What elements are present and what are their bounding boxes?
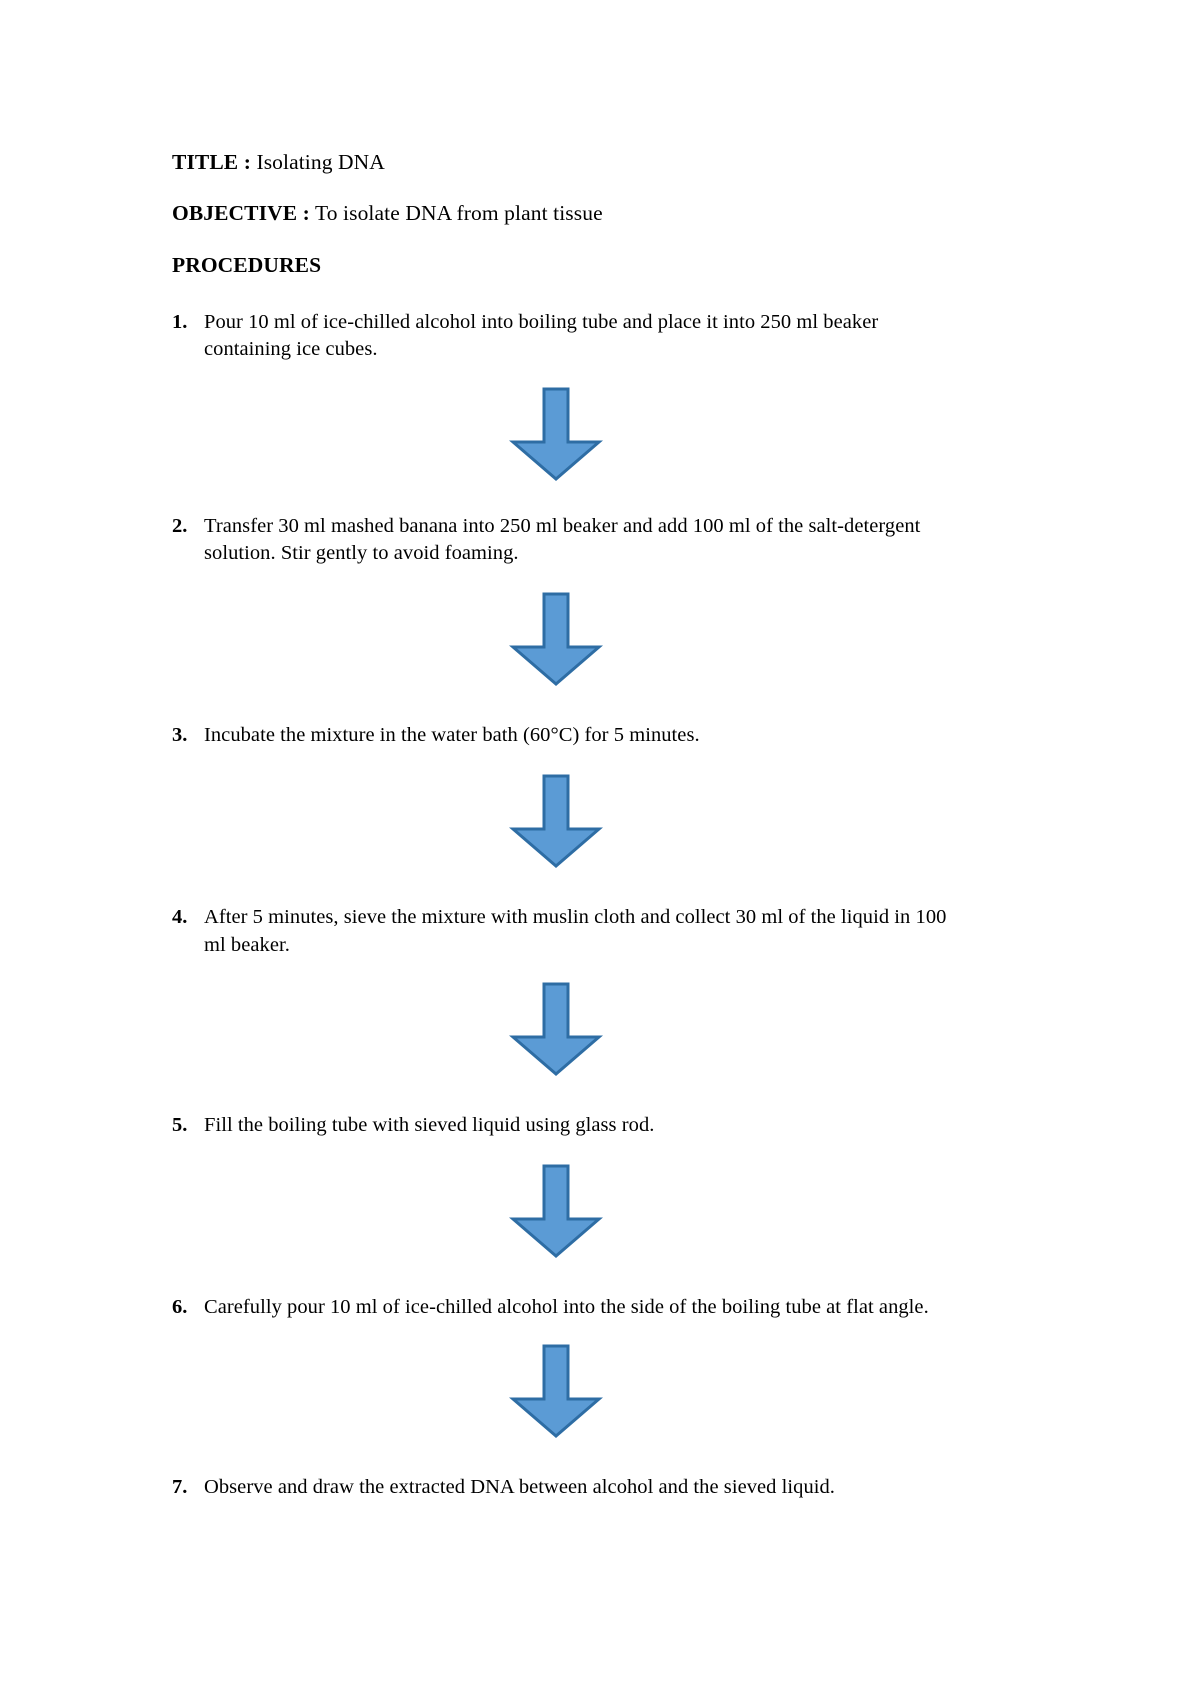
down-arrow-icon	[508, 981, 604, 1082]
flow-arrow	[172, 386, 962, 487]
procedure-step: 3. Incubate the mixture in the water bath…	[172, 722, 962, 749]
flow-arrow	[172, 591, 962, 692]
procedure-step: 2. Transfer 30 ml mashed banana into 250 …	[172, 513, 962, 568]
step-number: 2.	[172, 514, 188, 537]
step-number: 1.	[172, 311, 188, 333]
down-arrow-icon	[508, 773, 604, 874]
procedure-step: 4. After 5 minutes, sieve the mixture wit…	[172, 904, 962, 959]
step-text: Transfer 30 ml mashed banana into 250 ml…	[204, 514, 921, 564]
procedure-step: 6. Carefully pour 10 ml of ice-chilled al…	[172, 1294, 962, 1321]
title-value: Isolating DNA	[250, 150, 385, 174]
step-text: Pour 10 ml of ice-chilled alcohol into b…	[204, 311, 879, 361]
step-number: 5.	[172, 1113, 188, 1136]
down-arrow-icon	[508, 1343, 604, 1444]
procedure-step: 7. Observe and draw the extracted DNA bet…	[172, 1474, 962, 1501]
step-number: 6.	[172, 1296, 188, 1318]
step-text: Incubate the mixture in the water bath (…	[204, 724, 700, 746]
procedures-heading: PROCEDURES	[172, 253, 322, 277]
objective-line: OBJECTIVE : To isolate DNA from plant ti…	[172, 200, 962, 225]
flow-arrow	[172, 981, 962, 1082]
document-content: TITLE : Isolating DNA OBJECTIVE : To iso…	[172, 150, 962, 1502]
procedure-step: 5. Fill the boiling tube with sieved liqu…	[172, 1112, 962, 1139]
title-line: TITLE : Isolating DNA	[172, 150, 962, 174]
step-text: Carefully pour 10 ml of ice-chilled alco…	[204, 1296, 929, 1318]
objective-label: OBJECTIVE :	[172, 200, 310, 225]
step-text: After 5 minutes, sieve the mixture with …	[204, 906, 947, 956]
down-arrow-icon	[508, 386, 604, 487]
objective-value: To isolate DNA from plant tissue	[309, 200, 603, 225]
step-number: 3.	[172, 724, 188, 746]
title-label: TITLE :	[172, 150, 251, 174]
step-text: Fill the boiling tube with sieved liquid…	[204, 1113, 655, 1136]
flow-arrow	[172, 1343, 962, 1444]
step-number: 7.	[172, 1476, 188, 1499]
flow-arrow	[172, 1163, 962, 1264]
procedure-step: 1. Pour 10 ml of ice-chilled alcohol into…	[172, 309, 962, 364]
down-arrow-icon	[508, 591, 604, 692]
step-text: Observe and draw the extracted DNA betwe…	[204, 1476, 835, 1499]
down-arrow-icon	[508, 1163, 604, 1264]
flow-arrow	[172, 773, 962, 874]
step-number: 4.	[172, 906, 188, 929]
